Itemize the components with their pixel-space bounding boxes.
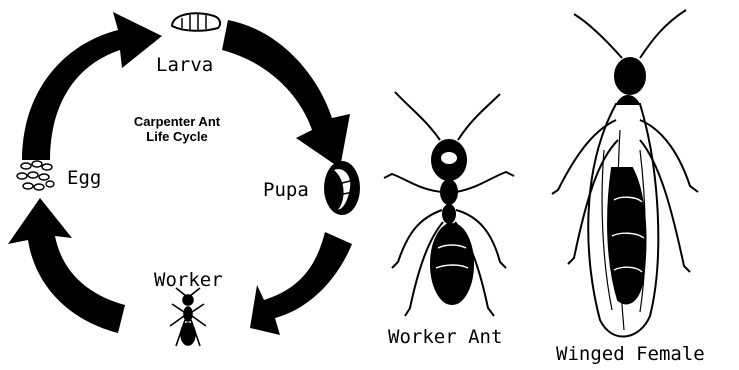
stage-label-worker: Worker [154,271,223,290]
stage-label-larva: Larva [156,56,213,75]
diagram-title: Carpenter Ant Life Cycle [112,114,242,144]
worker-stage-ant-icon [170,288,206,346]
larva-icon [172,13,220,31]
arrow-worker-to-egg [8,198,125,333]
egg-cluster-icon [17,161,54,190]
diagram-title-line-1: Carpenter Ant [112,114,242,129]
winged-female-figure [552,10,698,337]
caption-worker-ant: Worker Ant [388,328,502,347]
stage-label-egg: Egg [67,169,101,188]
caption-winged-female: Winged Female [556,345,705,364]
worker-ant-figure [384,92,514,316]
stage-label-pupa: Pupa [263,181,309,200]
arrow-larva-to-pupa [222,20,350,168]
arrow-pupa-to-worker [250,232,352,335]
pupa-icon [324,161,360,215]
diagram-title-line-2: Life Cycle [112,129,242,144]
